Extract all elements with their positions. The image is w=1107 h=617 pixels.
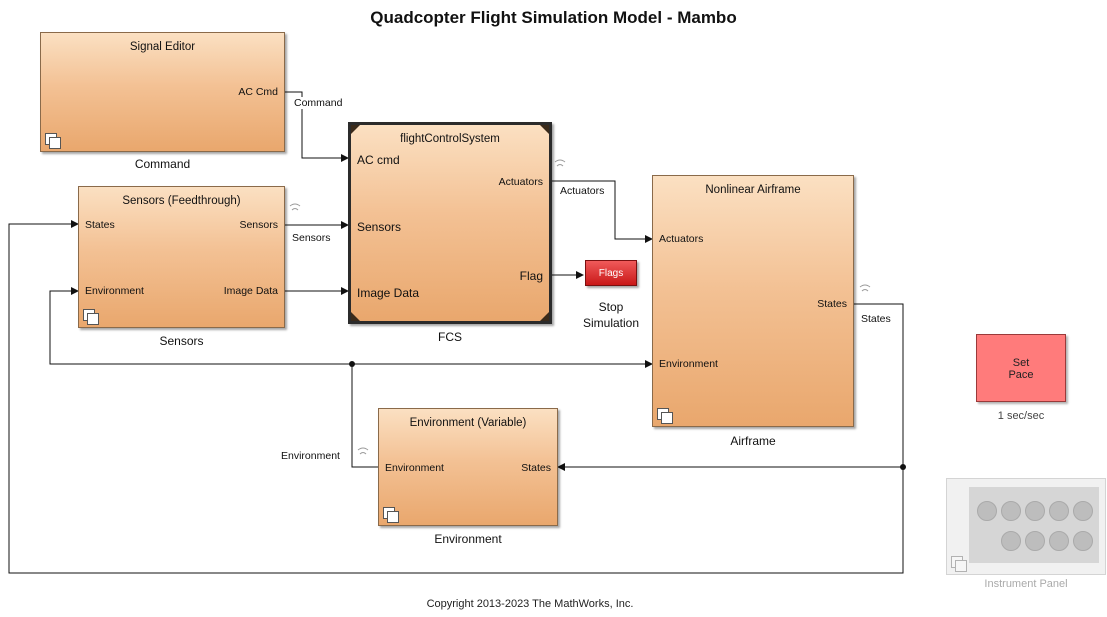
- states-out-port: States: [521, 462, 551, 474]
- subsystem-icon: [656, 407, 673, 424]
- subsystem-icon: [44, 132, 61, 149]
- subsystem-icon: [382, 506, 399, 523]
- signal-editor-block[interactable]: Signal Editor AC Cmd: [40, 32, 285, 152]
- sensors-in-port: Sensors: [357, 220, 402, 234]
- fcs-title: flightControlSystem: [400, 133, 500, 145]
- airframe-block-label: Airframe: [730, 434, 776, 448]
- instrument-panel-gauges: [969, 487, 1099, 563]
- environment-to-sensors-signal: [49, 287, 352, 365]
- environment-block[interactable]: Environment (Variable) Environment State…: [378, 408, 558, 526]
- stop-simulation-block[interactable]: Flags: [585, 260, 637, 286]
- actuators-signal: [552, 180, 653, 243]
- gauge-icon: [1025, 531, 1045, 551]
- copyright-text: Copyright 2013-2023 The MathWorks, Inc.: [426, 598, 634, 610]
- set-pace-block[interactable]: Set Pace: [976, 334, 1066, 402]
- gauge-icon: [1001, 531, 1021, 551]
- airframe-block[interactable]: Nonlinear Airframe Actuators Environment…: [652, 175, 854, 427]
- environment-title: Environment (Variable): [409, 417, 527, 429]
- environment-branch-point: [349, 361, 355, 367]
- log-signal-icon: [357, 447, 369, 455]
- command-signal-label: Command: [293, 97, 344, 109]
- environment-block-label: Environment: [434, 532, 502, 546]
- sensors-title: Sensors (Feedthrough): [122, 195, 241, 207]
- pace-rate-label: 1 sec/sec: [997, 410, 1045, 422]
- states-branch-point: [900, 464, 906, 470]
- actuators-in-port: Actuators: [659, 233, 704, 245]
- environment-in-port: Environment: [385, 462, 444, 474]
- command-block-label: Command: [134, 157, 191, 171]
- signal-editor-title: Signal Editor: [129, 41, 196, 53]
- states-signal-label: States: [860, 313, 892, 325]
- gauge-icon: [1001, 501, 1021, 521]
- pace-text: Pace: [1008, 369, 1034, 381]
- ac-cmd-out-port: AC Cmd: [238, 86, 278, 98]
- actuators-out-port: Actuators: [498, 176, 543, 188]
- environment-in-port: Environment: [85, 285, 144, 297]
- fcs-block[interactable]: flightControlSystem AC cmd Sensors Image…: [348, 122, 552, 324]
- fcs-block-label: FCS: [438, 330, 462, 344]
- sensors-block[interactable]: Sensors (Feedthrough) States Environment…: [78, 186, 285, 328]
- instrument-panel-label: Instrument Panel: [984, 578, 1068, 590]
- gauge-icon: [1073, 501, 1093, 521]
- log-signal-icon: [554, 159, 566, 167]
- flag-out-port: Flag: [519, 269, 543, 283]
- flags-text: Flags: [598, 267, 624, 279]
- command-signal: [285, 91, 349, 162]
- gauge-icon: [1049, 501, 1069, 521]
- gauge-icon: [1049, 531, 1069, 551]
- model-reference-corner-icon: [351, 125, 549, 321]
- log-signal-icon: [859, 284, 871, 292]
- set-text: Set: [1012, 357, 1030, 369]
- gauge-icon: [1073, 531, 1093, 551]
- model-title: Quadcopter Flight Simulation Model - Mam…: [370, 8, 737, 27]
- sensors-out-port: Sensors: [239, 219, 278, 231]
- ac-cmd-in-port: AC cmd: [357, 153, 400, 167]
- environment-signal-label: Environment: [280, 450, 341, 462]
- log-signal-icon: [289, 203, 301, 211]
- image-data-out-port: Image Data: [223, 285, 278, 297]
- gauge-icon: [1025, 501, 1045, 521]
- gauge-icon: [977, 501, 997, 521]
- environment-in-port: Environment: [659, 358, 718, 370]
- sensors-signal-label: Sensors: [291, 232, 332, 244]
- airframe-title: Nonlinear Airframe: [705, 184, 801, 196]
- image-data-in-port: Image Data: [357, 286, 420, 300]
- sensors-block-label: Sensors: [159, 334, 204, 348]
- states-feedback-signal: [8, 220, 904, 574]
- subsystem-icon: [82, 308, 99, 325]
- stop-label-line2: Simulation: [582, 316, 640, 330]
- set-pace-text: Set Pace: [977, 357, 1065, 381]
- states-out-port: States: [817, 298, 847, 310]
- environment-signal: [351, 360, 653, 468]
- actuators-signal-label: Actuators: [559, 185, 606, 197]
- instrument-panel-block[interactable]: [946, 478, 1106, 575]
- subsystem-icon: [950, 555, 967, 572]
- stop-label-line1: Stop: [598, 300, 624, 314]
- states-in-port: States: [85, 219, 115, 231]
